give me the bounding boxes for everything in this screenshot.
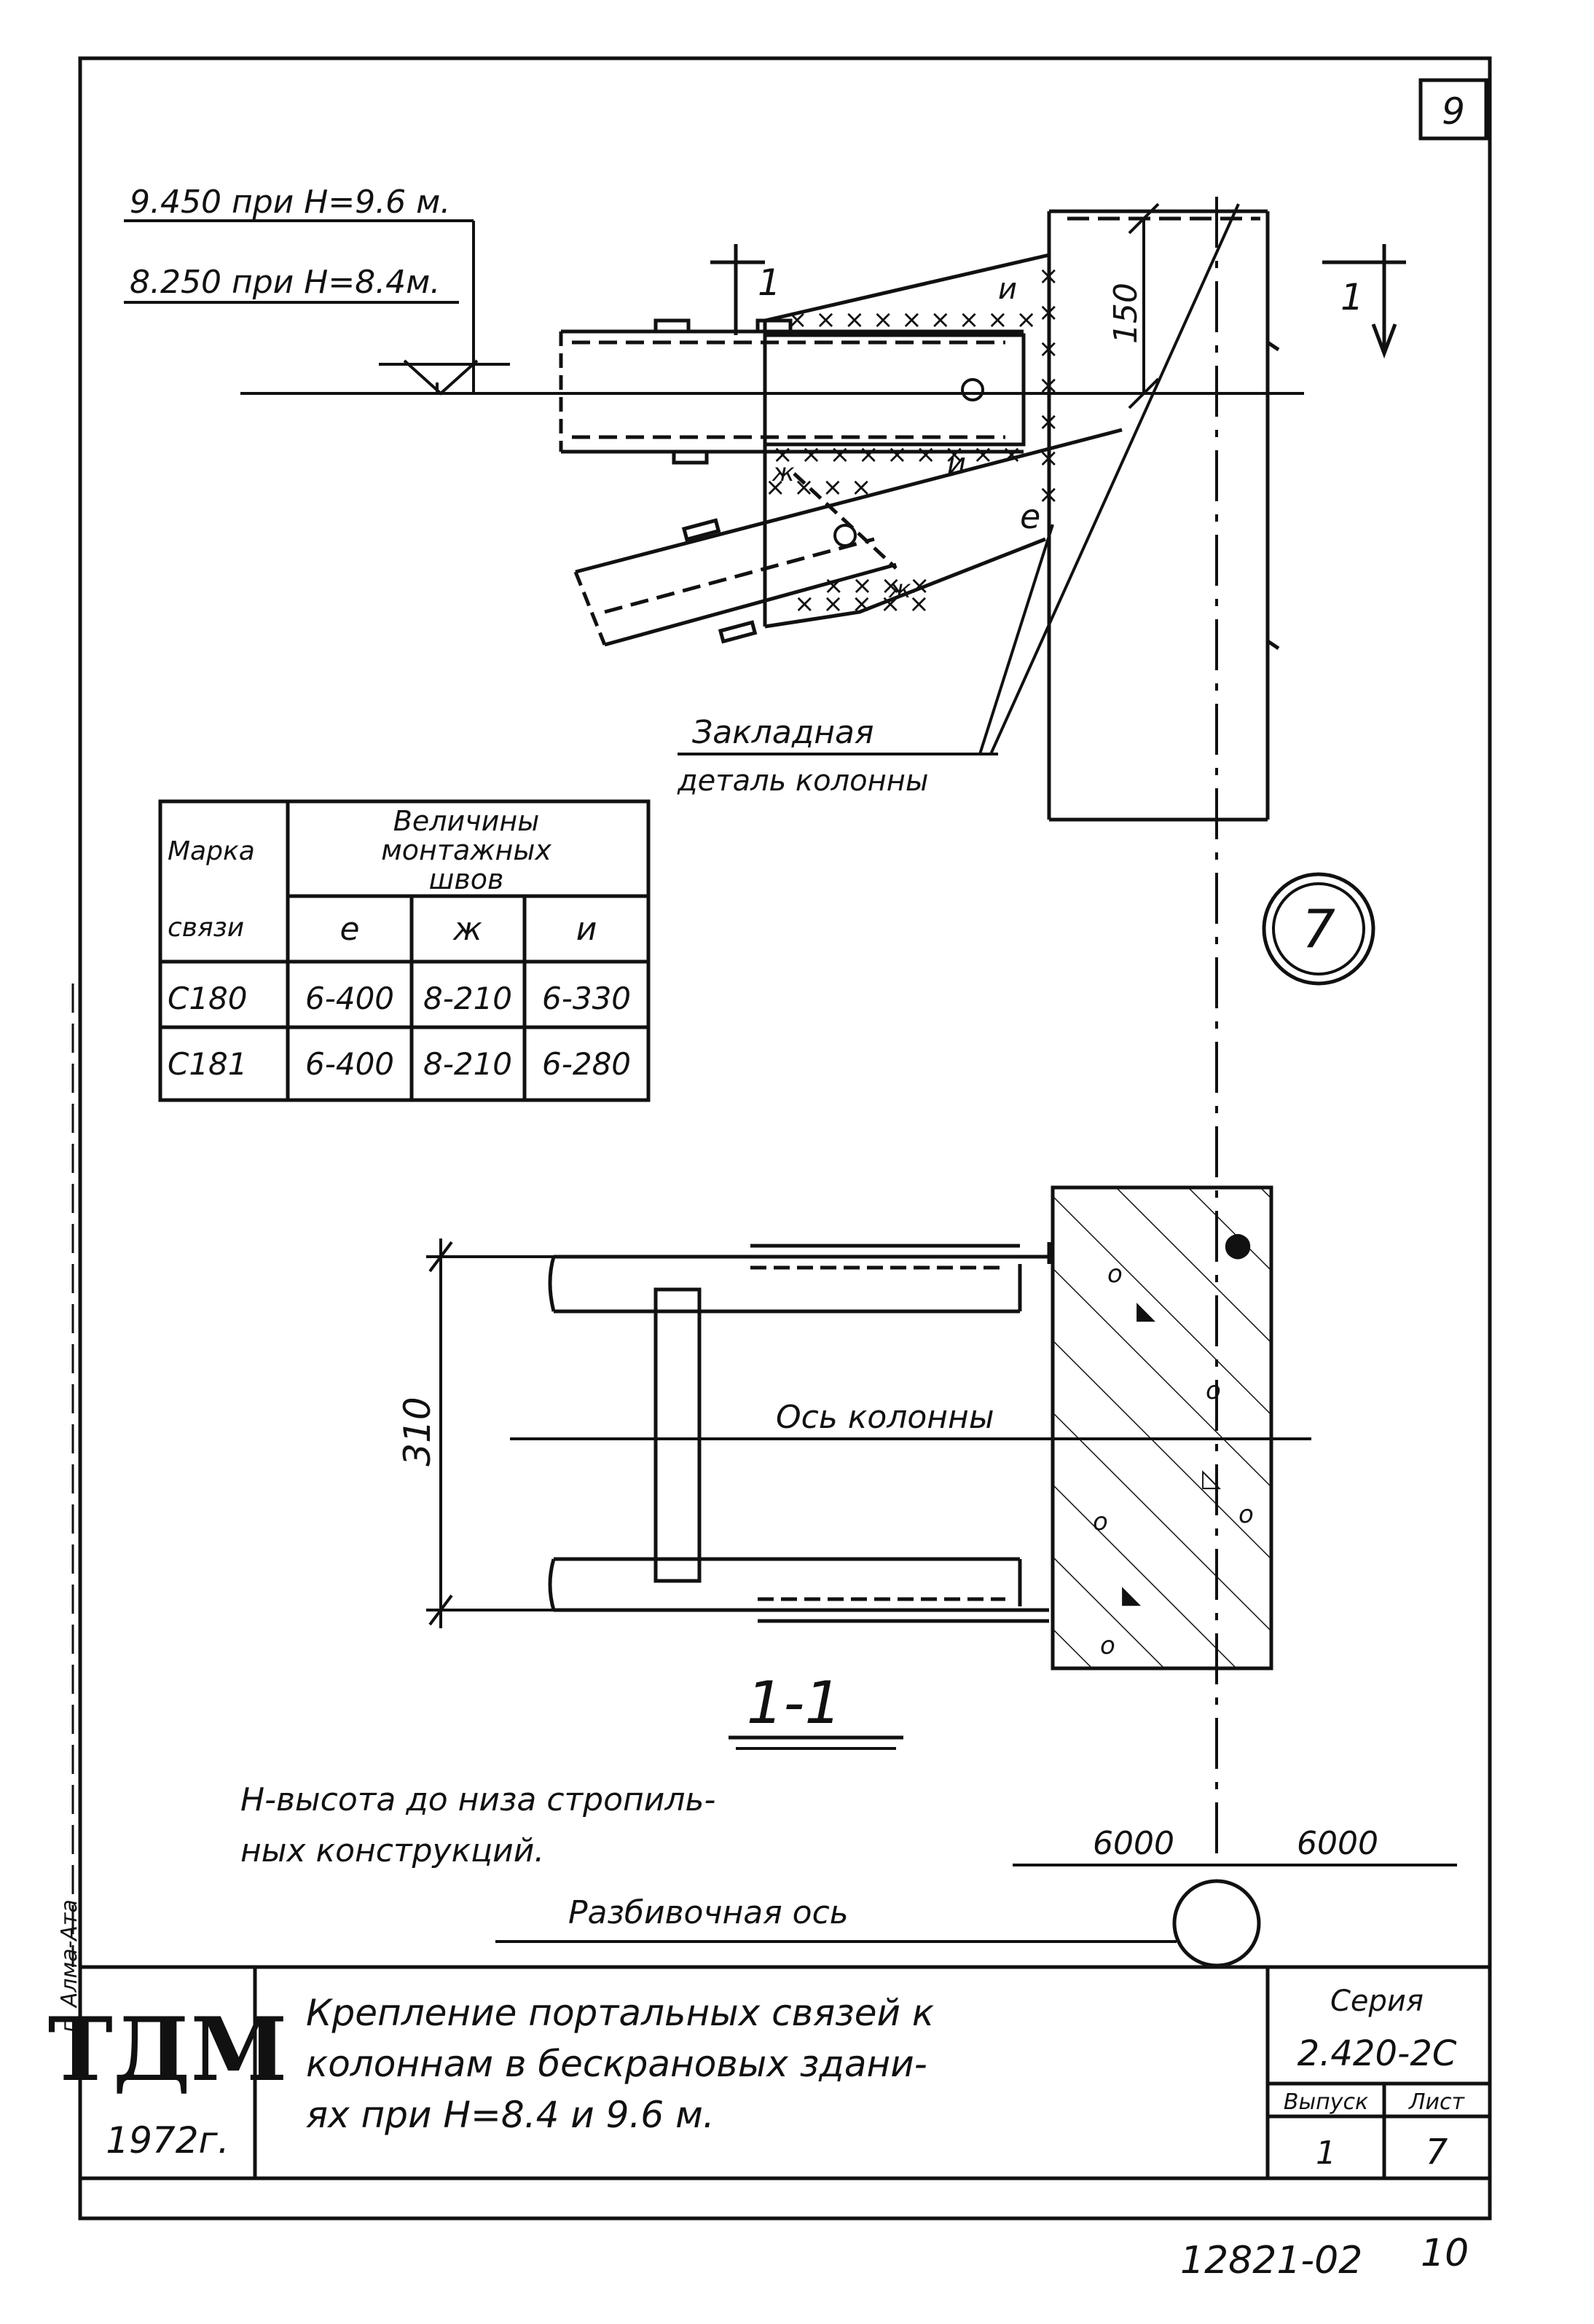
- table-col-zh: ж: [452, 911, 482, 948]
- issue-label: Выпуск: [1284, 2089, 1368, 2115]
- svg-text:× × × × ×: × × × × ×: [794, 589, 930, 619]
- gusset-plate: [763, 253, 1050, 629]
- svg-text:o: o: [1093, 1507, 1108, 1536]
- weld-label-i-bottom: и: [947, 447, 966, 481]
- table-header-values-3: швов: [429, 863, 504, 895]
- svg-text:◣: ◣: [1136, 1296, 1156, 1325]
- table-col-e: е: [339, 911, 359, 948]
- svg-text:× × × × × × × × ×: × × × × × × × × ×: [772, 440, 1022, 469]
- svg-text:×: ×: [1038, 480, 1059, 509]
- grid-spacing-left: 6000: [1093, 1825, 1174, 1862]
- section-concrete-column: ⬤ o ◣ o ◺ o o ◣ o: [1051, 1185, 1273, 1671]
- weld-label-zh-bottom: ж: [888, 575, 911, 604]
- dimension-150-label: 150: [1107, 283, 1145, 344]
- embedded-part-leader: [678, 203, 1240, 755]
- sheet-label: Лист: [1408, 2089, 1466, 2115]
- title-line-3: ях при Н=8.4 и 9.6 м.: [306, 2094, 715, 2136]
- sheet-frame: [78, 56, 1492, 2221]
- svg-text:×: ×: [1038, 334, 1059, 364]
- bolt-upper: [961, 378, 984, 401]
- table-header-mark-2: связи: [168, 913, 244, 943]
- weld-table: [158, 799, 651, 1102]
- weld-table-text: Марка связи Величины монтажных швов е ж …: [168, 805, 631, 1082]
- dimension-150: [1128, 203, 1160, 409]
- grid-spacing-right: 6000: [1297, 1825, 1378, 1862]
- sheet-number: 9: [1442, 90, 1465, 133]
- note-line-1: Н-высота до низа стропиль-: [240, 1781, 715, 1818]
- table-header-mark-1: Марка: [168, 836, 255, 866]
- bolt-lower: [833, 524, 857, 547]
- section-mark-right: [1322, 244, 1406, 359]
- sheet-value: 7: [1426, 2132, 1448, 2172]
- section-mark-left: [710, 244, 765, 335]
- horizontal-strut: [559, 318, 1024, 465]
- table-row-2-mark: С181: [168, 1046, 248, 1082]
- dimension-310: [426, 1238, 554, 1628]
- svg-text:× × × ×: × × × ×: [823, 571, 930, 600]
- svg-text:o: o: [1238, 1500, 1254, 1529]
- svg-text:◺: ◺: [1202, 1464, 1222, 1493]
- svg-text:⬤: ⬤: [1224, 1230, 1252, 1260]
- table-row-1-mark: С180: [168, 981, 248, 1016]
- title-block-year: 1972г.: [106, 2119, 229, 2162]
- side-stamp: г. Алма-Ата: [57, 1899, 82, 2033]
- sheet-number-box: 9: [1418, 78, 1488, 141]
- table-header-values-1: Величины: [393, 805, 539, 837]
- weld-label-zh-top: ж: [772, 458, 795, 487]
- title-block-logo: ТДМ: [48, 1998, 288, 2101]
- table-row-1-i: 6-330: [542, 981, 631, 1016]
- series-label: Серия: [1330, 1985, 1424, 2018]
- table-col-i: и: [576, 911, 597, 948]
- elevation-label-2: 8.250 при Н=8.4м.: [130, 264, 440, 301]
- series-value: 2.420-2С: [1297, 2033, 1457, 2074]
- weld-label-i-top: и: [998, 272, 1017, 306]
- alignment-axis-label: Разбивочная ось: [568, 1894, 849, 1931]
- footer-page: 10: [1421, 2231, 1469, 2275]
- section-mark-left-label: 1: [758, 262, 781, 304]
- node-number: 7: [1302, 898, 1335, 959]
- section-channels: [548, 1242, 1051, 1623]
- footer-code: 12821-02: [1180, 2239, 1362, 2282]
- axis-bubble: [1172, 1879, 1261, 1968]
- weld-label-e: е: [1020, 497, 1040, 536]
- svg-text:o: o: [1100, 1631, 1115, 1660]
- svg-text:×: ×: [1038, 371, 1059, 400]
- section-title: 1-1: [747, 1669, 842, 1737]
- note-line-2: ных конструкций.: [240, 1832, 544, 1869]
- svg-text:×: ×: [1038, 298, 1059, 327]
- table-row-1-zh: 8-210: [423, 981, 512, 1016]
- elevation-marks: [124, 219, 510, 396]
- table-header-values-2: монтажных: [381, 834, 551, 866]
- elevation-label-1: 9.450 при Н=9.6 м.: [130, 184, 450, 221]
- embedded-part-label-2: деталь колонны: [677, 764, 929, 798]
- svg-text:o: o: [1107, 1260, 1123, 1289]
- embedded-part-label-1: Закладная: [692, 714, 873, 751]
- diagonal-brace: [573, 428, 1123, 647]
- table-row-1-e: 6-400: [305, 981, 394, 1016]
- table-row-2-e: 6-400: [305, 1046, 394, 1082]
- dimension-310-label: 310: [396, 1397, 439, 1466]
- svg-text:×: ×: [1038, 262, 1059, 291]
- table-row-2-zh: 8-210: [423, 1046, 512, 1082]
- node-marker: 7: [1262, 872, 1375, 986]
- issue-value: 1: [1316, 2135, 1336, 2172]
- weld-marks: × × × × × × × × × × × × × × × × × × × × …: [765, 262, 1059, 619]
- section-axis-label: Ось колонны: [776, 1399, 994, 1436]
- section-mark-right-label: 1: [1340, 276, 1364, 318]
- title-line-1: Крепление портальных связей к: [306, 1992, 934, 2034]
- svg-text:× × × × × × × × ×: × × × × × × × × ×: [787, 305, 1037, 334]
- column-elevation: [1047, 209, 1280, 822]
- svg-text:◣: ◣: [1122, 1580, 1142, 1609]
- title-line-2: колоннам в бескрановых здани-: [306, 2043, 927, 2085]
- table-row-2-i: 6-280: [542, 1046, 631, 1082]
- svg-text:×: ×: [1038, 407, 1059, 436]
- title-block: [80, 1967, 1490, 2180]
- svg-text:o: o: [1206, 1376, 1221, 1405]
